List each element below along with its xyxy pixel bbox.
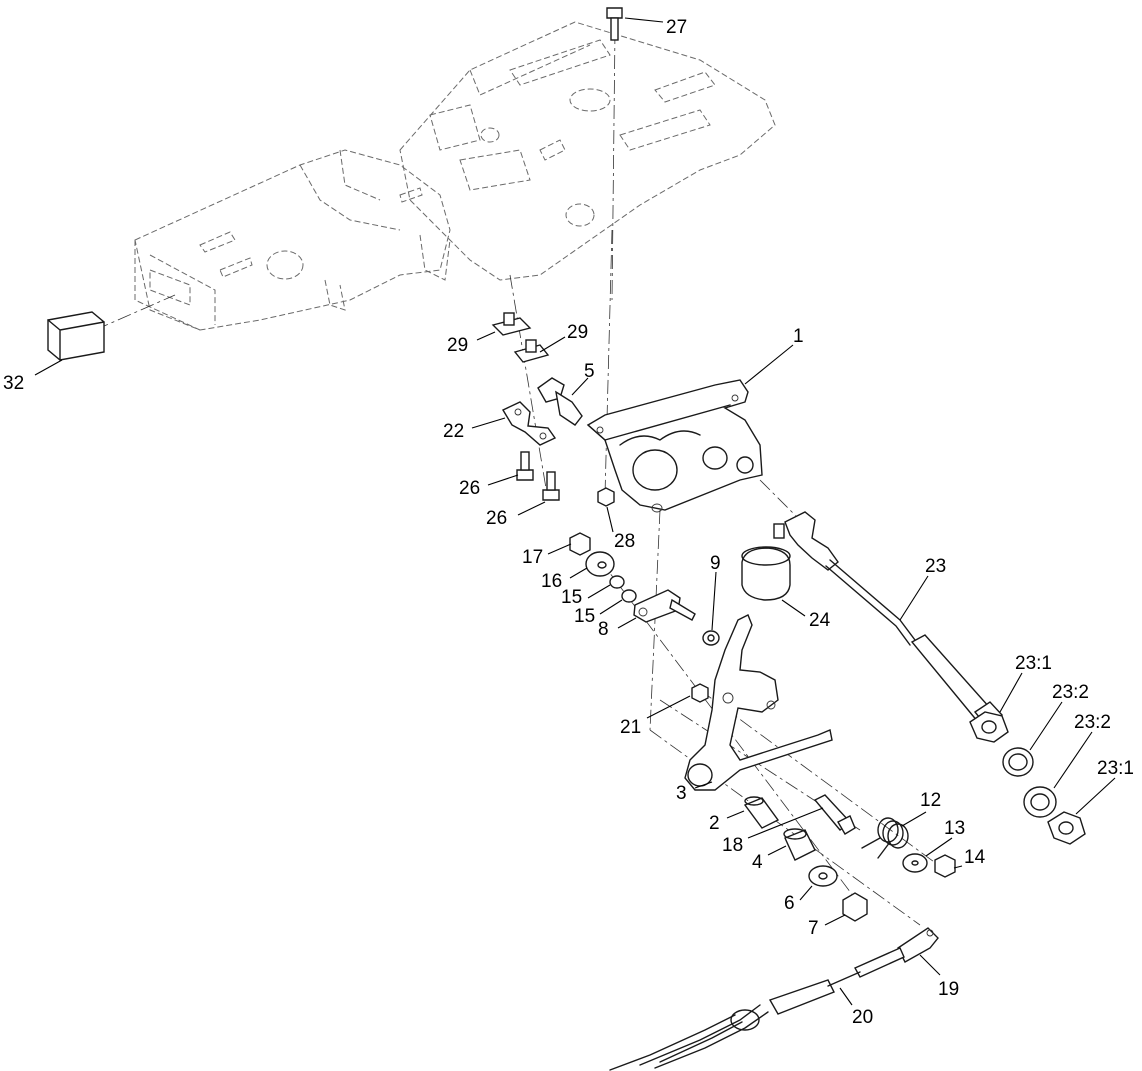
callout-27: 27 <box>666 17 687 38</box>
part-20-cable <box>609 947 905 1071</box>
frame-ghost-outline <box>134 21 776 331</box>
callout-15-upper: 15 <box>561 587 582 608</box>
part-14-nut <box>934 854 956 878</box>
callout-13: 13 <box>944 818 965 839</box>
part-24-knob <box>741 546 791 601</box>
part-29-clip-nut-lower <box>513 339 550 363</box>
part-7-nut <box>842 892 868 922</box>
callout-7: 7 <box>808 918 819 939</box>
part-23-1-nut-a <box>969 711 1009 743</box>
callout-23-2-upper: 23:2 <box>1052 682 1089 703</box>
callout-21: 21 <box>620 717 641 738</box>
part-23-sensor-harness <box>773 511 1003 730</box>
part-26-screw-upper <box>516 451 534 481</box>
part-13-washer <box>902 853 928 873</box>
callout-29-lower: 29 <box>567 322 588 343</box>
callout-28: 28 <box>614 531 635 552</box>
part-8-link <box>633 589 696 623</box>
part-28-nut <box>597 487 615 507</box>
callout-19: 19 <box>938 979 959 1000</box>
callout-26-upper: 26 <box>459 478 480 499</box>
leader-lines <box>34 17 1116 1006</box>
callout-26-lower: 26 <box>486 508 507 529</box>
part-3-lever <box>684 614 833 791</box>
part-27-bolt <box>606 7 623 41</box>
callout-20: 20 <box>852 1007 873 1028</box>
part-32-end-cap <box>47 311 105 361</box>
part-9-bushing <box>702 630 720 646</box>
part-26-screw-lower <box>542 471 560 501</box>
callout-17: 17 <box>522 547 543 568</box>
part-5-shoulder-bolt <box>537 377 583 426</box>
callout-18: 18 <box>722 835 743 856</box>
part-4-bushing <box>783 828 816 861</box>
callout-3: 3 <box>676 783 687 804</box>
part-15-washer-b <box>621 589 637 603</box>
callout-29-upper: 29 <box>447 335 468 356</box>
callout-8: 8 <box>598 619 609 640</box>
callout-23-2-lower: 23:2 <box>1074 712 1111 733</box>
part-23-1-nut-b <box>1047 811 1086 845</box>
callout-12: 12 <box>920 790 941 811</box>
callout-32: 32 <box>3 373 24 394</box>
part-6-washer <box>808 865 838 887</box>
callout-14: 14 <box>964 847 986 868</box>
callout-22: 22 <box>443 421 464 442</box>
callout-5: 5 <box>584 361 595 382</box>
callout-2: 2 <box>709 813 720 834</box>
part-17-nut <box>569 532 591 556</box>
part-19-cable-end <box>897 927 939 963</box>
part-21-nut <box>691 683 709 703</box>
callout-15-lower: 15 <box>574 606 595 627</box>
part-15-washer-a <box>609 575 625 589</box>
part-1-mounting-bracket <box>586 379 763 513</box>
callout-24: 24 <box>809 610 831 631</box>
callout-23-1-lower: 23:1 <box>1097 758 1134 779</box>
part-16-washer <box>585 551 615 577</box>
callout-23-1-upper: 23:1 <box>1015 653 1052 674</box>
callout-16: 16 <box>541 571 562 592</box>
part-29-clip-nut-upper <box>491 312 532 336</box>
callout-1: 1 <box>793 326 804 347</box>
part-22-bracket <box>502 401 557 446</box>
part-23-2-lock-washer-a <box>1002 747 1034 777</box>
callout-4: 4 <box>752 852 763 873</box>
callout-labels: 27 32 29 29 1 5 22 26 26 28 17 16 15 15 … <box>3 17 1134 1028</box>
part-2-bushing <box>743 796 780 829</box>
part-23-2-lock-washer-b <box>1023 786 1057 818</box>
callout-23: 23 <box>925 556 946 577</box>
callout-6: 6 <box>784 893 795 914</box>
callout-9: 9 <box>710 553 721 574</box>
part-12-spring <box>861 817 909 859</box>
part-18-pin <box>813 794 856 835</box>
